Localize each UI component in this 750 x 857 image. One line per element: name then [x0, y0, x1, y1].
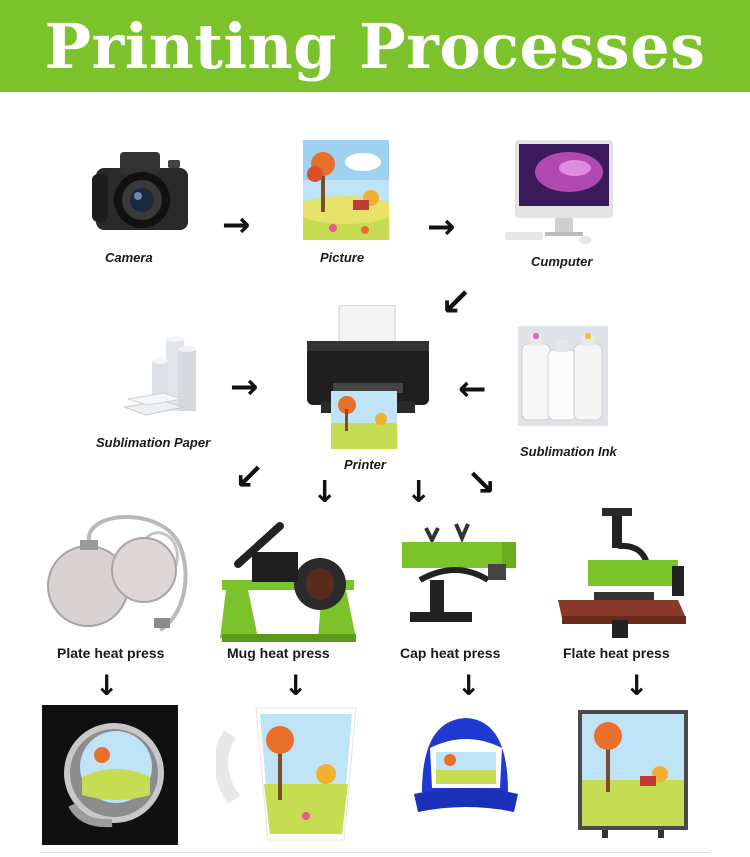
footer-divider [40, 852, 710, 853]
arrow-flat-to-product: ↓ [625, 669, 649, 702]
photo-slate-product [578, 710, 688, 840]
flat-press-icon [558, 508, 688, 640]
arrow-printer-to-plate: ↙ [234, 457, 265, 498]
picture-icon [303, 140, 389, 240]
arrow-ink-to-printer: ← [458, 369, 487, 409]
arrow-mug-to-product: ↓ [284, 669, 308, 702]
title-banner: Printing Processes [0, 0, 750, 92]
cap-press-icon [396, 520, 520, 630]
arrow-printer-to-mug: ↓ [312, 475, 338, 510]
arrow-computer-to-printer: ↙ [440, 280, 472, 324]
ink-label: Sublimation Ink [520, 444, 617, 459]
plate-label: Plate heat press [57, 645, 165, 661]
mug-press-icon [218, 520, 358, 644]
printer-icon [303, 305, 433, 453]
arrow-camera-to-picture: → [222, 205, 251, 245]
arrow-printer-to-flat: ↘ [466, 463, 497, 504]
mug-label: Mug heat press [227, 645, 330, 661]
paper-label: Sublimation Paper [96, 435, 211, 450]
arrow-cap-to-product: ↓ [457, 669, 481, 702]
arrow-picture-to-computer: → [427, 207, 456, 247]
paper-roll-icon [122, 335, 206, 419]
ink-bottles-icon [518, 326, 608, 426]
arrow-paper-to-printer: → [230, 367, 259, 407]
computer-icon [505, 136, 615, 248]
page-title: Printing Processes [44, 9, 706, 83]
picture-label: Picture [320, 250, 365, 265]
cap-label: Cap heat press [400, 645, 501, 661]
camera-label: Camera [105, 250, 153, 265]
computer-label: Cumputer [531, 254, 593, 269]
camera-icon [88, 138, 198, 240]
arrow-printer-to-cap: ↓ [406, 475, 432, 510]
mug-product [216, 704, 362, 844]
plate-press-icon [44, 506, 194, 640]
arrow-plate-to-product: ↓ [95, 669, 119, 702]
printer-label: Printer [344, 457, 386, 472]
flat-label: Flate heat press [563, 645, 670, 661]
cap-product [410, 712, 520, 826]
keychain-product [42, 705, 178, 845]
